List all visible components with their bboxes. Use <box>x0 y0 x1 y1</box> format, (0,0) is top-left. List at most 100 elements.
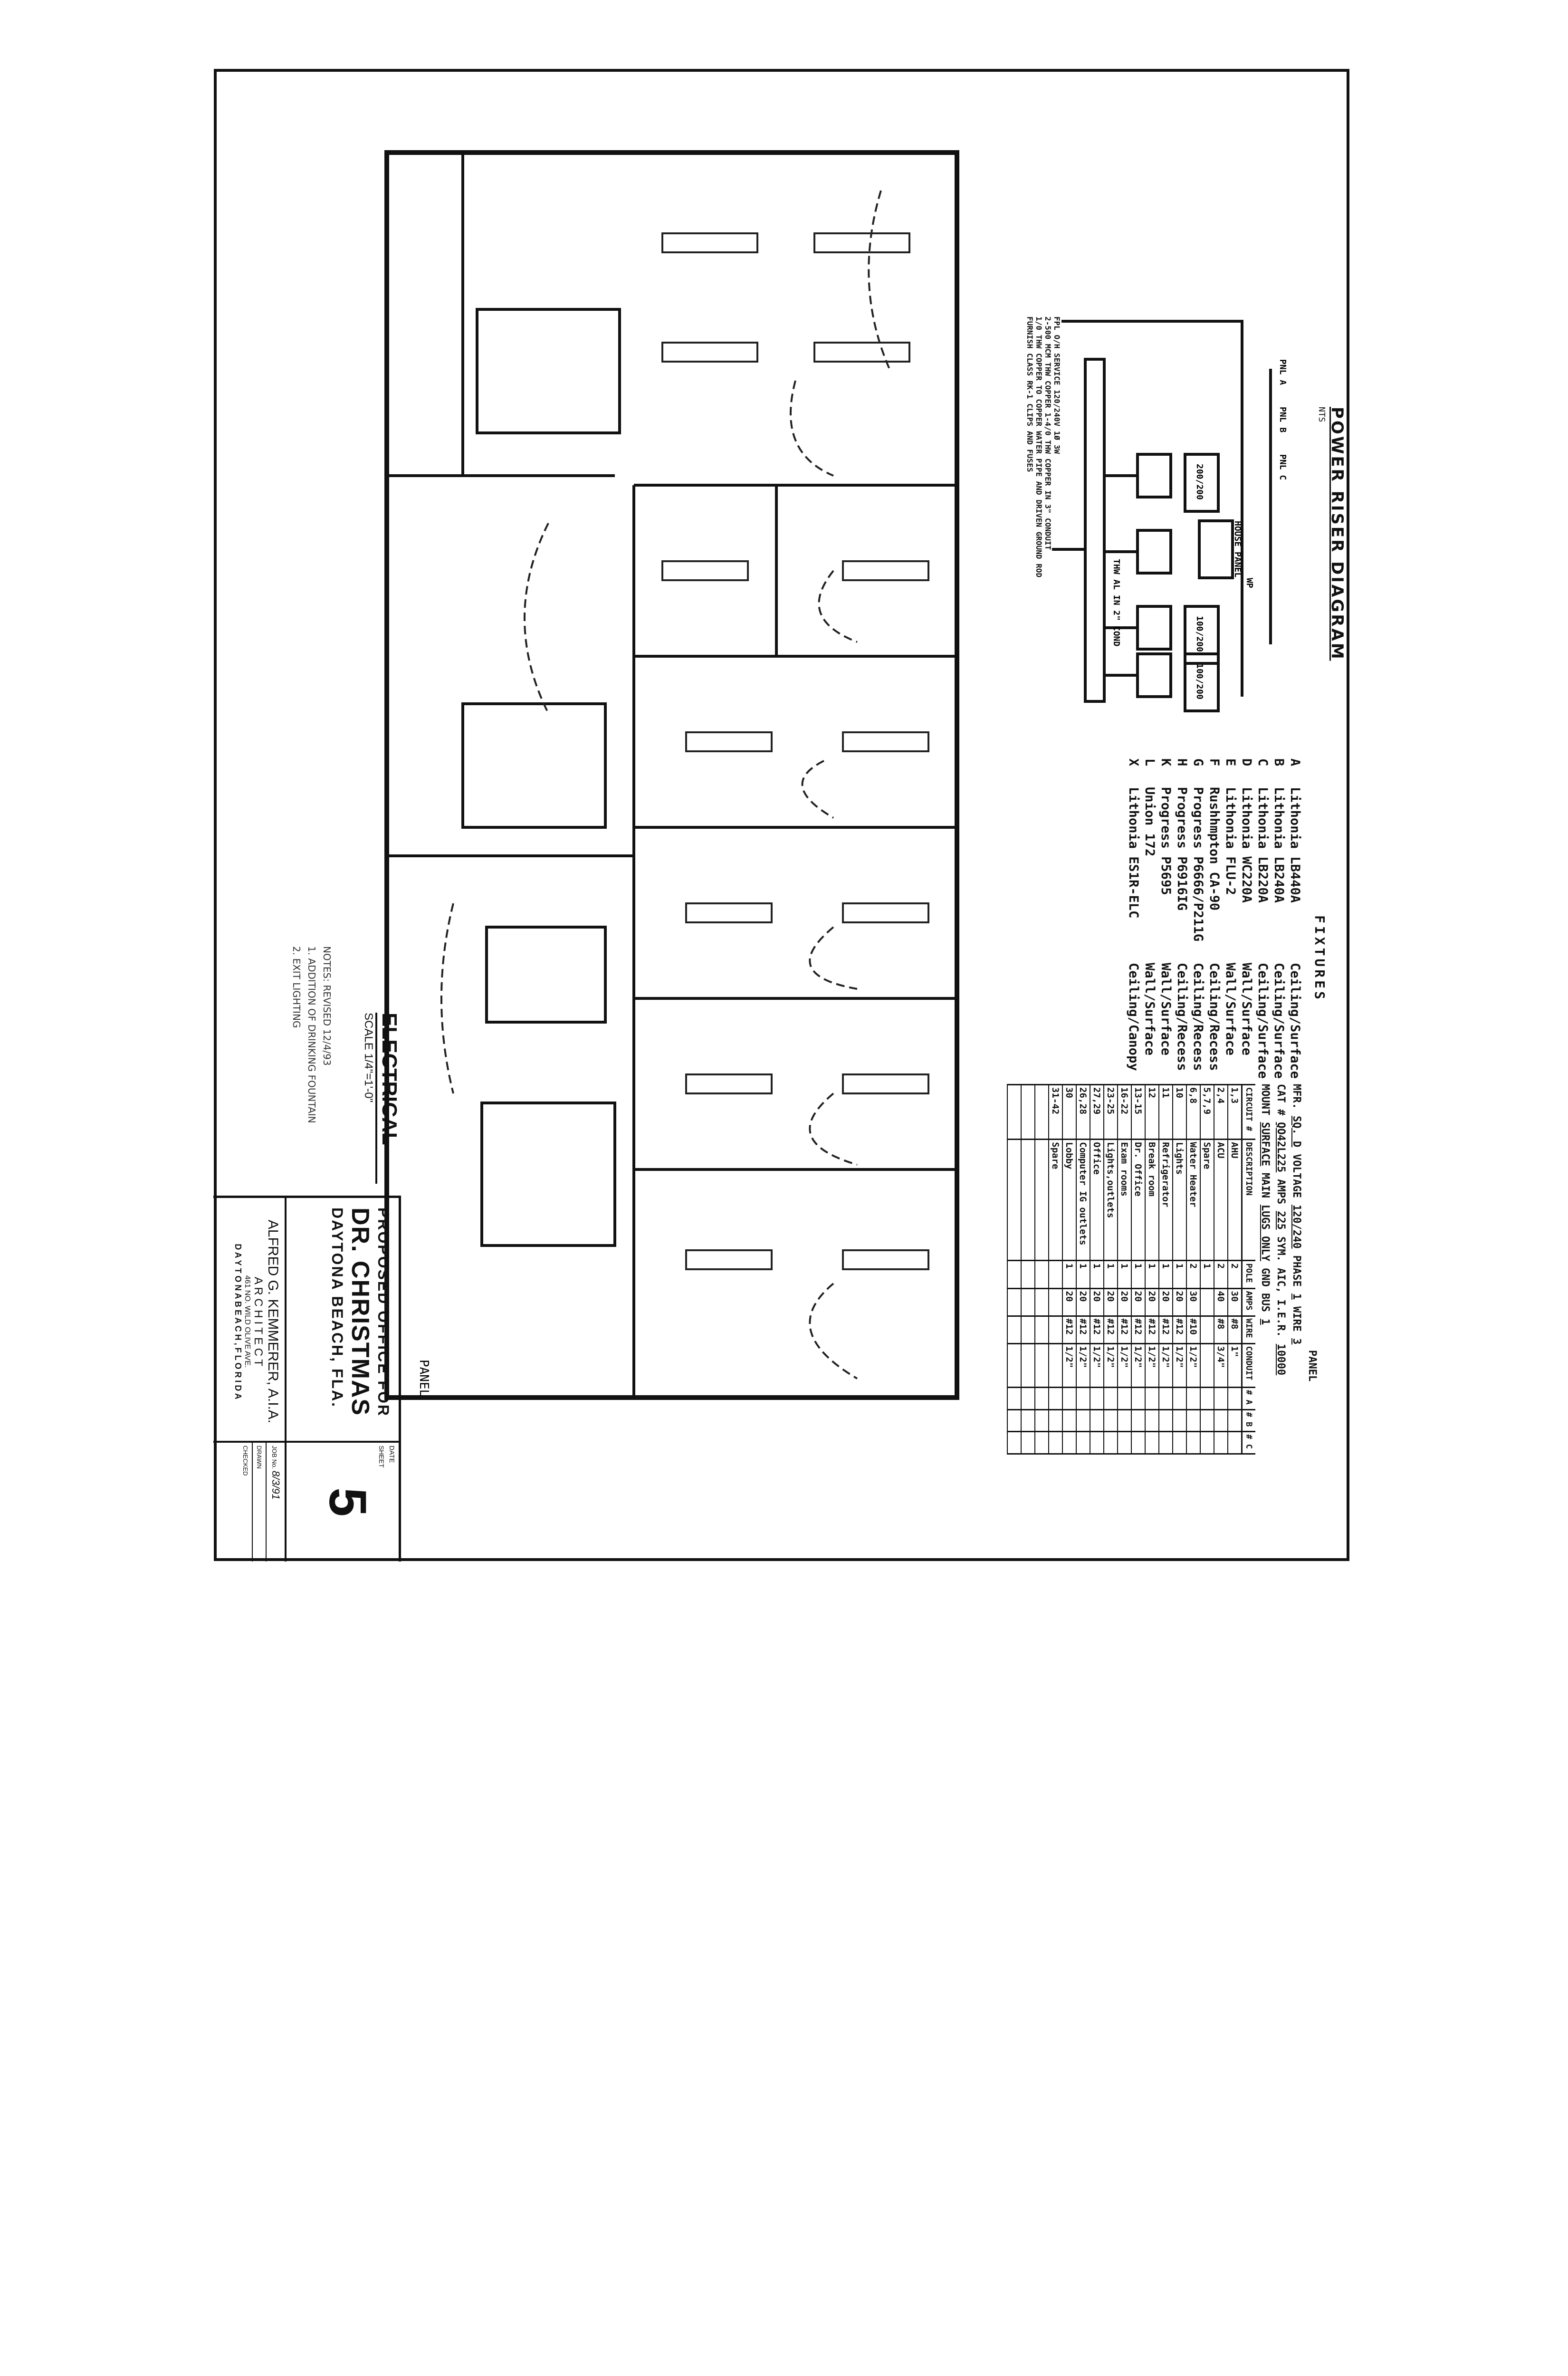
service-note: FPL O/H SERVICE 120/240V 1Ø 3W <box>1052 316 1061 454</box>
table-cell: 20 <box>1173 1288 1186 1316</box>
wire-label: WIRE <box>1291 1306 1302 1332</box>
title-block: PROPOSED OFFICE FOR DR. CHRISTMAS DAYTON… <box>213 1196 401 1562</box>
table-cell <box>1007 1084 1021 1140</box>
panel-b-label: PNL B <box>1278 407 1288 432</box>
interior-walls <box>387 153 957 1398</box>
table-cell: 1/2" <box>1076 1343 1090 1388</box>
table-cell: 3/4" <box>1214 1343 1228 1388</box>
table-cell: 2 <box>1186 1260 1200 1289</box>
table-cell: 1 <box>1159 1260 1173 1289</box>
table-cell <box>1159 1387 1173 1410</box>
table-cell <box>1021 1139 1035 1261</box>
table-cell <box>1200 1409 1214 1432</box>
table-cell: 1" <box>1228 1343 1242 1388</box>
table-cell: 1 <box>1090 1260 1104 1289</box>
panel-title: PANEL <box>1306 1350 1318 1382</box>
ground-note: 1/0 THW COPPER TO COPPER WATER PIPE AND … <box>1034 316 1043 578</box>
table-cell <box>1131 1387 1145 1410</box>
table-cell <box>1159 1431 1173 1454</box>
table-cell <box>1076 1431 1090 1454</box>
table-row <box>1035 1084 1049 1454</box>
table-cell: 30 <box>1228 1288 1242 1316</box>
table-cell <box>1186 1387 1200 1410</box>
table-cell <box>1021 1431 1035 1454</box>
fixture-model: Lithonia LB240A <box>1272 787 1286 903</box>
power-riser-diagram: 200/200 100/200 100/200 WP PNL A PNL B P… <box>985 312 1347 749</box>
table-row <box>1021 1084 1035 1454</box>
drawing-scale: SCALE 1/4"=1'-0" <box>362 1013 375 1103</box>
table-cell <box>1007 1316 1021 1344</box>
table-cell: #12 <box>1090 1316 1104 1344</box>
column-header: # A <box>1242 1387 1255 1410</box>
table-cell <box>1145 1387 1159 1410</box>
table-cell: 2 <box>1228 1260 1242 1289</box>
fixture-key: E <box>1223 758 1238 766</box>
table-cell: 1/2" <box>1104 1343 1118 1388</box>
table-cell: 20 <box>1118 1288 1131 1316</box>
table-cell: Dr. Office <box>1131 1139 1145 1261</box>
table-cell: #8 <box>1228 1316 1242 1344</box>
house-panel-label: HOUSE PANEL <box>1233 521 1243 577</box>
note-item: 1. ADDITION OF DRINKING FOUNTAIN <box>306 946 317 1123</box>
table-cell <box>1035 1343 1049 1388</box>
table-cell <box>1007 1343 1021 1388</box>
table-cell: 20 <box>1145 1288 1159 1316</box>
table-cell: Refrigerator <box>1159 1139 1173 1261</box>
table-cell <box>1118 1431 1131 1454</box>
table-cell <box>1035 1409 1049 1432</box>
table-cell <box>1145 1431 1159 1454</box>
wire-value: 3 <box>1291 1338 1302 1345</box>
column-header: CIRCUIT # <box>1242 1084 1255 1140</box>
table-cell: 23-25 <box>1104 1084 1118 1140</box>
table-cell <box>1049 1288 1062 1316</box>
table-cell <box>1007 1260 1021 1289</box>
table-cell: 30 <box>1062 1084 1076 1140</box>
table-cell <box>1076 1387 1090 1410</box>
table-cell <box>1021 1316 1035 1344</box>
table-cell <box>1049 1387 1062 1410</box>
table-cell <box>1035 1139 1049 1261</box>
fixture-model: Progress P6666/P211G <box>1191 787 1205 942</box>
fixture-key: D <box>1239 758 1254 766</box>
table-cell: 1 <box>1076 1260 1090 1289</box>
table-cell: Lobby <box>1062 1139 1076 1261</box>
table-cell: 1/2" <box>1090 1343 1104 1388</box>
main-label: MAIN <box>1259 1172 1271 1198</box>
fixture-model: Lithonia FLU-2 <box>1223 787 1238 895</box>
table-cell <box>1007 1409 1021 1432</box>
table-cell: AHU <box>1228 1139 1242 1261</box>
table-cell: 26,28 <box>1076 1084 1090 1140</box>
floor-plan: PANEL <box>384 150 959 1400</box>
table-cell <box>1118 1409 1131 1432</box>
table-cell <box>1228 1387 1242 1410</box>
table-cell <box>1159 1409 1173 1432</box>
meter-label: 200/200 <box>1195 464 1205 500</box>
table-cell <box>1021 1288 1035 1316</box>
table-cell <box>1173 1409 1186 1432</box>
table-cell <box>1035 1387 1049 1410</box>
table-cell <box>1035 1260 1049 1289</box>
mfr-value: SQ. D <box>1291 1115 1302 1148</box>
table-cell: 2 <box>1214 1260 1228 1289</box>
table-cell <box>1062 1431 1076 1454</box>
table-cell: Office <box>1090 1139 1104 1261</box>
mfr-label: MFR. <box>1291 1084 1302 1109</box>
fixture-model: Progress P6916IG <box>1175 787 1189 911</box>
table-cell <box>1007 1387 1021 1410</box>
table-cell <box>1090 1431 1104 1454</box>
table-cell <box>1062 1409 1076 1432</box>
sheet-number-box: DATE SHEET 5 <box>285 1441 399 1562</box>
revision-notes: NOTES: REVISED 12/4/93 1. ADDITION OF DR… <box>289 946 335 1123</box>
table-cell <box>1035 1431 1049 1454</box>
table-cell: 20 <box>1090 1288 1104 1316</box>
table-cell: 20 <box>1104 1288 1118 1316</box>
table-cell: 40 <box>1214 1288 1228 1316</box>
table-cell <box>1021 1343 1035 1388</box>
table-cell <box>1228 1431 1242 1454</box>
